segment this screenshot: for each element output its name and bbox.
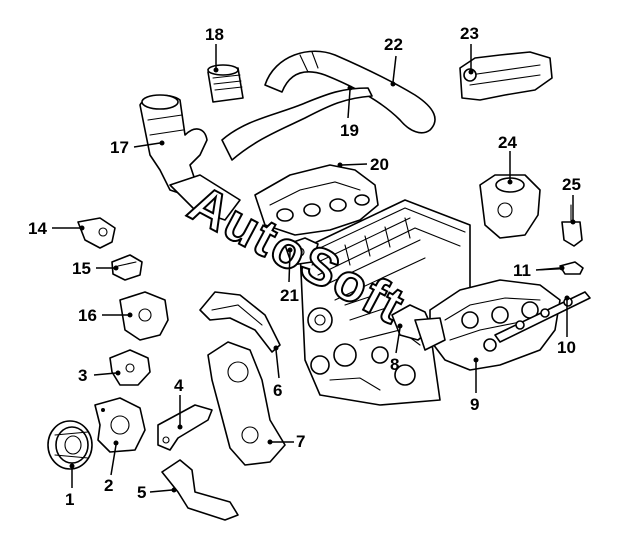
callout-17: 17 (110, 138, 129, 157)
throttle-bracket (391, 304, 446, 351)
callout-24: 24 (498, 133, 517, 152)
callout-20: 20 (370, 155, 389, 174)
air-intake-duct (459, 51, 553, 101)
callout-10: 10 (557, 338, 576, 357)
callout-labels: 1 2 3 4 5 6 7 8 9 10 11 14 15 16 17 18 1… (28, 24, 581, 509)
sensor-25 (561, 204, 583, 247)
hose-22 (264, 50, 436, 134)
part-16 (119, 291, 169, 341)
callout-2: 2 (104, 476, 113, 495)
timing-cover-upper (199, 291, 281, 353)
callout-4: 4 (174, 376, 184, 395)
part-15 (111, 254, 143, 281)
callout-19: 19 (340, 121, 359, 140)
callout-14: 14 (28, 219, 47, 238)
callout-8: 8 (390, 355, 399, 374)
egr-valve (479, 174, 541, 239)
manifold-gasket (284, 237, 319, 266)
callout-3: 3 (78, 366, 87, 385)
oil-filter (207, 64, 244, 103)
part-3 (109, 349, 151, 386)
leader-lines (52, 44, 576, 493)
callout-18: 18 (205, 25, 224, 44)
timing-cover-lower (207, 341, 286, 466)
callout-23: 23 (460, 24, 479, 43)
callout-7: 7 (296, 432, 305, 451)
callout-6: 6 (273, 381, 282, 400)
engine-block (299, 199, 471, 406)
intake-manifold (429, 279, 561, 371)
callout-9: 9 (470, 395, 479, 414)
water-pump (94, 397, 146, 453)
callout-1: 1 (65, 490, 74, 509)
pulley (47, 420, 93, 470)
bracket-4 (157, 404, 213, 451)
callout-21: 21 (280, 286, 299, 305)
callout-5: 5 (137, 483, 146, 502)
part-14 (77, 217, 116, 249)
callout-16: 16 (78, 306, 97, 325)
hose-19 (221, 87, 373, 161)
bracket-5 (161, 459, 239, 521)
exhaust-manifold (254, 164, 379, 236)
filter-housing (139, 94, 241, 221)
callout-15: 15 (72, 259, 91, 278)
callout-22: 22 (384, 35, 403, 54)
callout-25: 25 (562, 175, 581, 194)
callout-11: 11 (513, 261, 531, 280)
